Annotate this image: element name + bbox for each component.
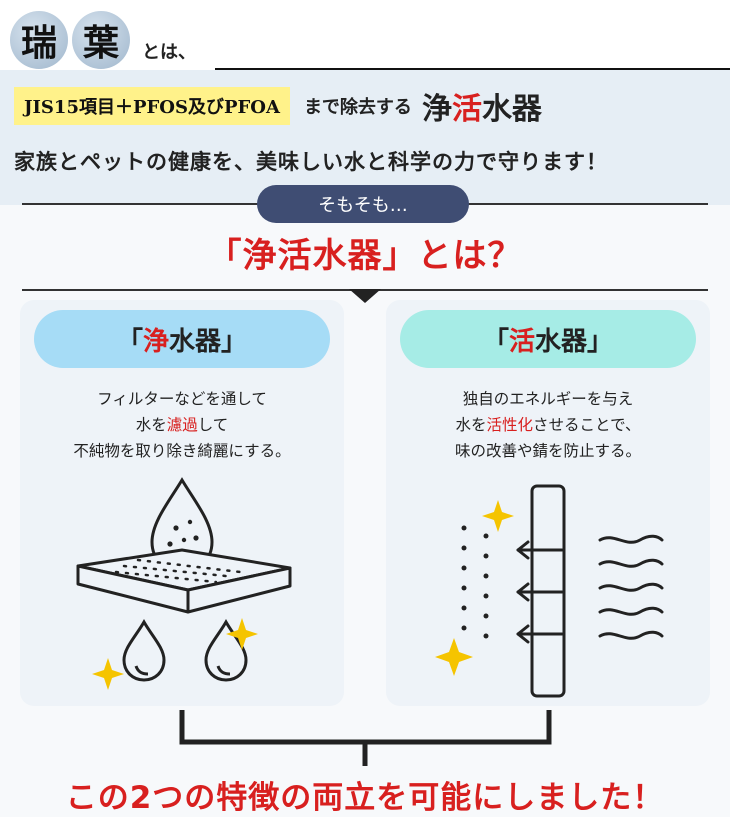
purifier-description: フィルターなどを通して 水を濾過して 不純物を取り除き綺麗にする。 xyxy=(20,386,344,464)
title-rest: 水器」 xyxy=(169,326,248,357)
jis-badge: JIS15項目＋PFOS及びPFOA xyxy=(14,87,290,125)
desc-line-2-pre: 水を xyxy=(455,416,487,434)
down-arrow-icon xyxy=(349,289,381,303)
bracket-connector xyxy=(179,710,552,766)
product-name-a: 浄 xyxy=(421,92,452,127)
activation-illustration xyxy=(435,484,664,698)
desc-line-2-post: して xyxy=(197,416,229,434)
title-rest: 水器」 xyxy=(535,326,614,357)
title-open: 「 xyxy=(482,326,509,357)
product-name: 浄活水器 xyxy=(422,84,542,128)
title-accent: 活 xyxy=(508,326,535,357)
wave-icon xyxy=(598,534,664,640)
question-heading: 「浄活水器」とは？ xyxy=(207,236,523,276)
dots-icon xyxy=(461,525,489,639)
activator-card: 「活水器」 独自のエネルギーを与え 水を活性化させることで、 味の改善や錆を防止… xyxy=(386,300,710,706)
desc-line-3: 不純物を取り除き綺麗にする。 xyxy=(73,442,291,460)
water-drop-icon xyxy=(122,618,248,682)
title-accent: 浄 xyxy=(142,326,169,357)
desc-line-1: フィルターなどを通して xyxy=(97,390,267,408)
desc-line-2-red: 濾過 xyxy=(166,416,198,434)
desc-line-2: 水を活性化させることで、 xyxy=(386,412,710,438)
product-name-b: 活 xyxy=(451,92,482,127)
activator-description: 独自のエネルギーを与え 水を活性化させることで、 味の改善や錆を防止する。 xyxy=(386,386,710,464)
filter-block-icon xyxy=(76,548,292,614)
brand-row: 瑞 葉 とは、 xyxy=(10,10,196,70)
desc-line-2-red: 活性化 xyxy=(486,416,534,434)
header-rule xyxy=(215,68,730,70)
brand-char-2: 葉 xyxy=(72,11,130,69)
purifier-title: 「浄水器」 xyxy=(34,310,330,368)
brand-suffix: とは、 xyxy=(142,42,196,63)
removal-text: まで除去する xyxy=(303,97,412,118)
desc-line-2: 水を濾過して xyxy=(20,412,344,438)
desc-line-2-pre: 水を xyxy=(135,416,167,434)
sparkle-icon xyxy=(92,618,258,690)
desc-line-1: 独自のエネルギーを与え xyxy=(462,390,634,408)
arrow-left-icon xyxy=(516,540,564,644)
desc-line-3: 味の改善や錆を防止する。 xyxy=(454,442,641,460)
activator-title: 「活水器」 xyxy=(400,310,696,368)
desc-line-2-post: させることで、 xyxy=(533,416,641,434)
filter-illustration xyxy=(76,477,292,690)
tagline: 家族とペットの健康を、美味しい水と科学の力で守ります！ xyxy=(14,150,608,174)
title-open: 「 xyxy=(116,326,143,357)
filter-texture-icon xyxy=(114,558,242,584)
intro-pill: そもそも… xyxy=(257,185,469,223)
badge-row: JIS15項目＋PFOS及びPFOA まで除去する 浄活水器 xyxy=(14,84,542,128)
product-name-c: 水器 xyxy=(481,92,542,127)
conclusion-text: この2つの特徴の両立を可能にしました！ xyxy=(65,780,665,816)
purifier-card: 「浄水器」 フィルターなどを通して 水を濾過して 不純物を取り除き綺麗にする。 xyxy=(20,300,344,706)
sparkle-icon xyxy=(435,500,514,676)
brand-char-1: 瑞 xyxy=(10,11,68,69)
